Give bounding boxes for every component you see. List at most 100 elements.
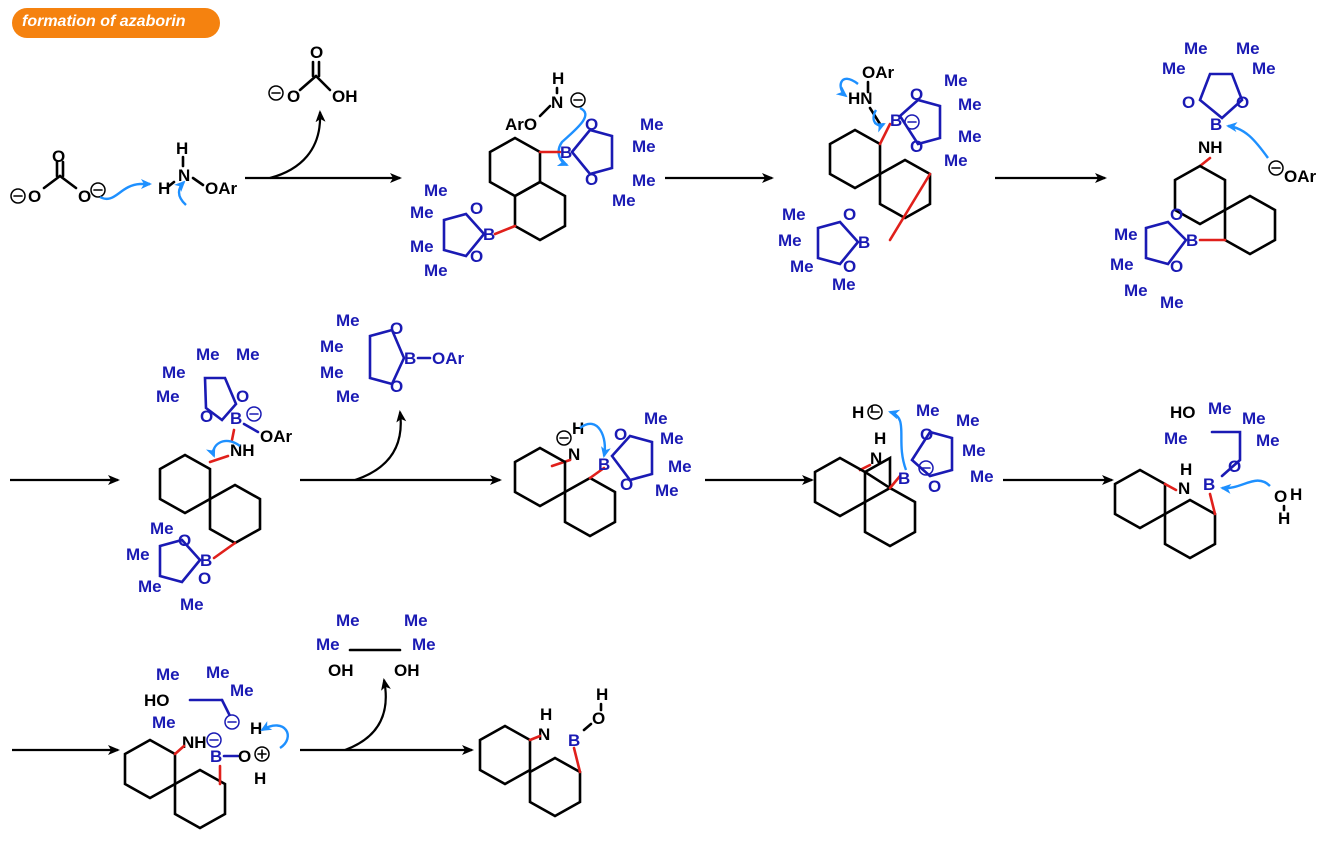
methyl-label: Me [126,545,150,564]
methyl-label: Me [424,181,448,200]
label-oar: OAr [1284,167,1317,186]
label-aro: ArO [505,115,537,134]
methyl-label: Me [1124,281,1148,300]
atom-o: O [928,477,941,496]
atom-b: B [560,143,572,162]
label-oar: OAr [432,349,465,368]
label-ho: HO [144,691,170,710]
byproduct-arrow-3 [344,678,391,752]
atom-o: O [470,199,483,218]
atom-b: B [230,409,242,428]
atom-h: H [596,685,608,704]
methyl-label: Me [162,363,186,382]
methyl-label: Me [1110,255,1134,274]
electron-arrow [1220,479,1271,494]
atom-h: H [158,179,170,198]
atom-o: O [390,319,403,338]
atom-o: O [585,115,598,134]
methyl-label: Me [1162,59,1186,78]
atom-o: O [592,709,605,728]
pinacol-boronate-oar: Me Me Me Me O O B OAr [320,311,465,406]
atom-b: B [483,225,495,244]
electron-arrow [888,409,908,471]
methyl-label: Me [1160,293,1184,312]
hydroxyborate: Me Me Me HO Me H NH B O H [123,663,270,830]
methyl-label: Me [336,311,360,330]
methyl-label: Me [958,127,982,146]
atom-h: H [852,403,864,422]
atom-o: O [236,387,249,406]
atom-h: H [1278,509,1290,528]
atom-o: O [390,377,403,396]
azaborine-product: H O H N B [478,685,608,818]
label-oar: OAr [260,427,293,446]
atom-h: H [1290,485,1302,504]
methyl-label: Me [320,337,344,356]
methyl-label: Me [180,595,204,614]
methyl-label: Me [944,151,968,170]
methyl-label: Me [1242,409,1266,428]
atom-h: H [572,419,584,438]
methyl-label: Me [410,203,434,222]
atom-o: O [1236,93,1249,112]
label-oh: OH [394,661,420,680]
atom-h: H [254,769,266,788]
atom-b: B [1186,231,1198,250]
methyl-label: Me [1208,399,1232,418]
amide-adduct-1: H N ArO [505,69,586,134]
label-oh: OH [328,661,354,680]
methyl-label: Me [336,611,360,630]
atom-b: B [404,349,416,368]
atom-n: N [551,93,563,112]
atom-b: B [858,233,870,252]
byproduct-arrow-1 [269,110,326,180]
borate-complex-1: OAr HN B O O Me Me Me Me B O O Me Me Me … [778,63,982,294]
atom-b: B [890,111,902,130]
atom-b: B [210,747,222,766]
section-title: formation of azaborin [22,13,186,30]
methyl-label: Me [1184,39,1208,58]
reaction-arrows [10,110,1114,755]
atom-o: O [310,43,323,62]
methyl-label: Me [1256,431,1280,450]
electron-arrow [835,77,859,98]
atom-o: O [287,87,300,106]
methyl-label: Me [1236,39,1260,58]
atom-o: O [843,205,856,224]
methyl-label: Me [138,577,162,596]
methyl-label: Me [956,411,980,430]
atom-o: O [200,407,213,426]
atom-o: O [1170,205,1183,224]
methyl-label: Me [668,457,692,476]
atom-n: N [1178,479,1190,498]
atom-o: O [52,147,65,166]
electron-arrow [872,109,886,133]
label-oar: OAr [862,63,895,82]
atom-h: H [250,719,262,738]
atom-h: H [1180,460,1192,479]
methyl-label: Me [632,137,656,156]
methyl-label: Me [316,635,340,654]
methyl-label: Me [404,611,428,630]
atom-b: B [898,469,910,488]
atom-b: B [598,455,610,474]
methyl-label: Me [152,713,176,732]
methyl-label: Me [832,275,856,294]
atom-o: O [620,475,633,494]
atom-b: B [1210,115,1222,134]
atom-n: N [538,725,550,744]
methyl-label: Me [962,441,986,460]
methyl-label: Me [196,345,220,364]
electron-arrow [556,106,587,167]
methyl-label: Me [790,257,814,276]
atom-o: O [1228,457,1241,476]
label-nh: NH [230,441,255,460]
atom-h: H [176,139,188,158]
methyl-label: Me [236,345,260,364]
bicarbonate: O O OH [268,43,358,106]
methyl-label: Me [632,171,656,190]
methyl-label: Me [230,681,254,700]
atom-o: O [910,137,923,156]
label-nh: NH [182,733,207,752]
